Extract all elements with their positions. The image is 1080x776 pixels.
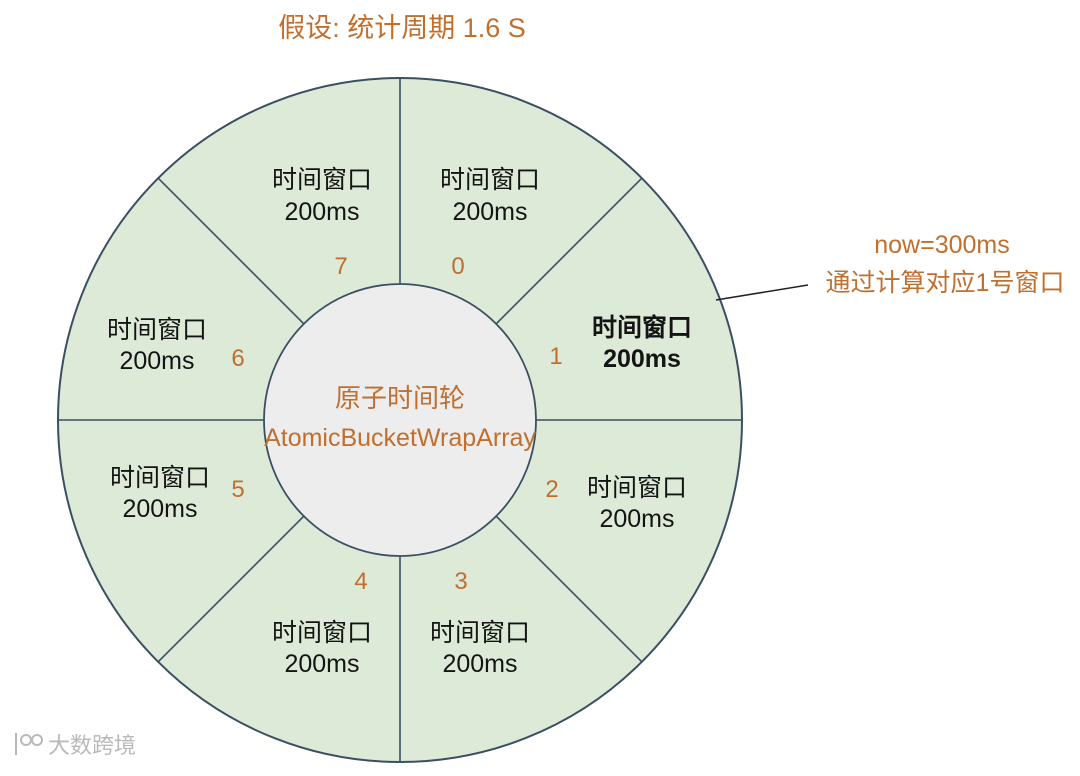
- segment-3-label-line1: 时间窗口: [430, 619, 530, 647]
- segment-5-index: 5: [231, 476, 244, 503]
- segment-7-label-line2: 200ms: [284, 198, 359, 226]
- segment-2-index: 2: [545, 476, 558, 503]
- segment-5-label-line2: 200ms: [122, 495, 197, 523]
- watermark-logo-icon: [15, 733, 43, 755]
- segment-5: 时间窗口 200ms 5: [110, 464, 245, 523]
- annotation-line2: 通过计算对应1号窗口: [826, 269, 1065, 297]
- segment-6: 时间窗口 200ms 6: [107, 316, 245, 375]
- segment-2: 时间窗口 200ms 2: [545, 474, 687, 533]
- callout-line: [715, 284, 809, 301]
- segment-3-index: 3: [454, 568, 467, 595]
- annotation-callout: now=300ms 通过计算对应1号窗口: [715, 231, 1065, 301]
- segment-divider: [495, 515, 643, 663]
- segment-3-label-line2: 200ms: [442, 650, 517, 678]
- segment-6-label-line1: 时间窗口: [107, 316, 207, 344]
- diagram-title: 假设: 统计周期 1.6 S: [278, 13, 526, 43]
- segment-divider: [157, 177, 305, 325]
- segment-1-index: 1: [549, 343, 562, 370]
- segment-3: 时间窗口 200ms 3: [430, 568, 530, 678]
- segment-1-label-line2: 200ms: [603, 345, 681, 373]
- segment-5-label-line1: 时间窗口: [110, 464, 210, 492]
- segment-divider: [495, 177, 643, 325]
- segment-4-index: 4: [354, 568, 367, 595]
- segment-4: 时间窗口 200ms 4: [272, 568, 372, 678]
- segment-1: 时间窗口 200ms 1: [549, 313, 692, 373]
- segment-7: 时间窗口 200ms 7: [272, 166, 372, 280]
- segment-0-index: 0: [451, 253, 464, 280]
- segment-7-index: 7: [334, 253, 347, 280]
- hub-title: 原子时间轮: [335, 383, 465, 413]
- segment-1-label-line1: 时间窗口: [592, 313, 692, 342]
- segment-6-index: 6: [231, 345, 244, 372]
- hub-subtitle: AtomicBucketWrapArray: [264, 424, 536, 452]
- segment-4-label-line1: 时间窗口: [272, 619, 372, 647]
- segment-dividers: [58, 78, 742, 762]
- watermark: 大数跨境: [15, 733, 136, 758]
- segment-0: 时间窗口 200ms 0: [440, 166, 540, 280]
- segment-2-label-line1: 时间窗口: [587, 474, 687, 502]
- annotation-line1: now=300ms: [874, 231, 1010, 259]
- segment-0-label-line2: 200ms: [452, 198, 527, 226]
- segment-2-label-line2: 200ms: [599, 505, 674, 533]
- segment-6-label-line2: 200ms: [119, 347, 194, 375]
- watermark-text: 大数跨境: [48, 733, 136, 758]
- segment-4-label-line2: 200ms: [284, 650, 359, 678]
- wheel-hub-circle: [263, 283, 537, 557]
- segment-7-label-line1: 时间窗口: [272, 166, 372, 194]
- segment-divider: [157, 515, 305, 663]
- segment-0-label-line1: 时间窗口: [440, 166, 540, 194]
